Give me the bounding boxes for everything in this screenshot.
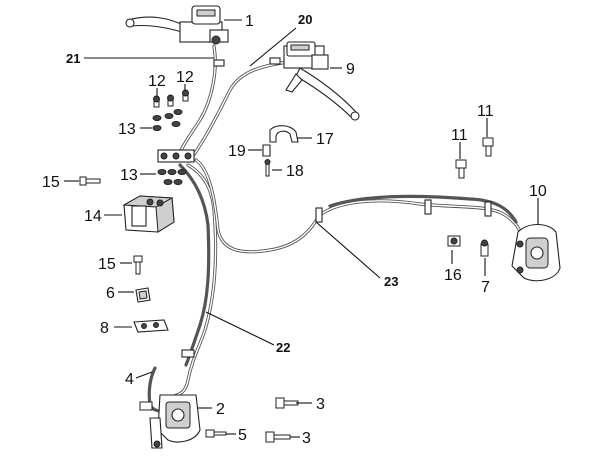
callout-1: 1	[245, 13, 254, 30]
callout-5: 5	[238, 427, 247, 444]
bolt-3-lower[interactable]	[265, 431, 291, 443]
rear-brake-caliper[interactable]	[149, 394, 201, 449]
callout-2: 2	[216, 401, 225, 418]
callout-20: 20	[298, 12, 312, 27]
screw-set-12[interactable]	[153, 89, 189, 108]
callout-15a: 15	[42, 174, 60, 191]
abs-modulator[interactable]	[122, 195, 175, 233]
callout-15b: 15	[98, 256, 116, 273]
callout-6: 6	[106, 285, 115, 302]
callout-13b: 13	[120, 167, 138, 184]
callout-3a: 3	[316, 396, 325, 413]
grommet-6[interactable]	[135, 287, 151, 303]
callout-14: 14	[84, 208, 102, 225]
callout-7: 7	[481, 279, 490, 296]
hose-4-fitting[interactable]	[139, 401, 153, 411]
callout-16: 16	[444, 267, 462, 284]
callout-17: 17	[316, 131, 334, 148]
clip-17[interactable]	[269, 125, 299, 143]
banjo-bolt-16[interactable]	[447, 235, 461, 247]
callout-8: 8	[100, 320, 109, 337]
callout-19: 19	[228, 143, 246, 160]
washer-set-13-bottom[interactable]	[157, 169, 187, 185]
callout-labels: 1 20 21 9 12 12 13 17 19 18 11 11 10 13 …	[42, 12, 547, 447]
callout-3b: 3	[302, 430, 311, 447]
rear-master-cylinder[interactable]	[283, 41, 360, 121]
bolt-15-bottom[interactable]	[133, 255, 143, 275]
brake-hose-junction[interactable]	[157, 149, 195, 163]
callout-13a: 13	[118, 121, 136, 138]
front-master-cylinder[interactable]	[125, 5, 229, 45]
pin-18[interactable]	[264, 159, 271, 177]
bleeder-5[interactable]	[205, 429, 227, 438]
bolt-15-top[interactable]	[79, 176, 101, 186]
callout-4: 4	[125, 371, 134, 388]
callout-10: 10	[529, 183, 547, 200]
leader-lines	[64, 19, 539, 438]
washer-set-13-top[interactable]	[152, 109, 183, 131]
callout-18: 18	[286, 163, 304, 180]
callout-9: 9	[346, 61, 355, 78]
callout-22: 22	[276, 340, 290, 355]
callout-12a: 12	[148, 73, 166, 90]
bolt-11-lower[interactable]	[455, 159, 467, 179]
bleeder-7[interactable]	[480, 239, 489, 257]
callout-23: 23	[384, 274, 398, 289]
bracket-8[interactable]	[133, 319, 169, 333]
callout-11a: 11	[477, 103, 494, 120]
front-brake-caliper[interactable]	[511, 223, 561, 282]
callout-12b: 12	[176, 69, 194, 86]
callout-11b: 11	[451, 127, 468, 144]
clip-19[interactable]	[262, 144, 271, 157]
callout-21: 21	[66, 51, 80, 66]
brake-hoses	[147, 44, 524, 413]
bolt-11-upper[interactable]	[482, 137, 494, 157]
bolt-3-upper[interactable]	[275, 397, 299, 409]
